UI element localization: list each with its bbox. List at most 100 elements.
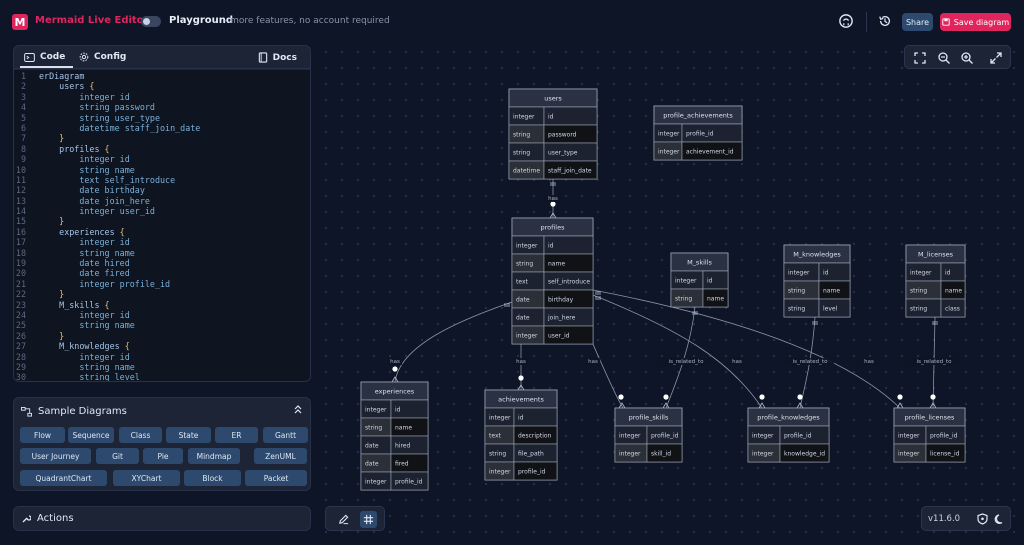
actions-panel[interactable]: Actions [13, 506, 311, 531]
sample-user-journey-button[interactable]: User Journey [20, 448, 91, 464]
sample-packet-button[interactable]: Packet [245, 470, 307, 486]
sample-mindmap-button[interactable]: Mindmap [188, 448, 240, 464]
code-line[interactable]: 23 M_skills { [14, 300, 310, 310]
attribute-type: string [513, 150, 530, 157]
attribute-type: integer [489, 415, 511, 422]
code-line[interactable]: 9 integer id [14, 154, 310, 164]
tab-code[interactable]: Code [24, 52, 65, 62]
line-number: 19 [15, 258, 26, 269]
line-number: 14 [15, 206, 26, 217]
optional-marker [663, 394, 669, 400]
attribute-type: text [489, 433, 501, 440]
sample-diagrams-header[interactable]: Sample Diagrams [21, 406, 127, 417]
code-line[interactable]: 6 datetime staff_join_date [14, 123, 310, 133]
code-line[interactable]: 21 integer profile_id [14, 279, 310, 289]
sample-state-button[interactable]: State [166, 427, 211, 443]
sample-er-button[interactable]: ER [215, 427, 258, 443]
code-line[interactable]: 4 string password [14, 102, 310, 113]
relation-label: has [516, 359, 526, 365]
line-number: 25 [15, 320, 26, 331]
sample-class-button[interactable]: Class [119, 427, 162, 443]
app-title[interactable]: Mermaid Live Editor [35, 15, 149, 26]
docs-link[interactable]: Docs [258, 52, 297, 63]
code-line[interactable]: 10 string name [14, 165, 310, 175]
line-number: 16 [15, 226, 26, 237]
code-line[interactable]: 7 } [14, 133, 310, 143]
sample-sequence-button[interactable]: Sequence [68, 427, 114, 443]
zoom-in-icon[interactable] [960, 51, 974, 65]
sample-pie-button[interactable]: Pie [143, 448, 183, 464]
code-line[interactable]: 27 M_knowledges { [14, 341, 310, 352]
line-number: 2 [20, 81, 26, 92]
sample-block-button[interactable]: Block [184, 470, 241, 486]
code-line[interactable]: 24 integer id [14, 310, 310, 320]
sample-quadrantchart-button[interactable]: QuadrantChart [20, 470, 107, 486]
line-number: 5 [20, 112, 26, 123]
code-line[interactable]: 19 date hired [14, 258, 310, 269]
relation-label: has [732, 359, 742, 365]
code-line[interactable]: 15 } [14, 216, 310, 226]
code-line[interactable]: 13 date join_here [14, 196, 310, 206]
sample-xychart-button[interactable]: XYChart [113, 470, 180, 486]
line-text: string name [39, 361, 135, 372]
github-icon[interactable] [839, 14, 853, 28]
code-line[interactable]: 26 } [14, 331, 310, 341]
attribute-type: integer [752, 451, 774, 458]
optional-marker [797, 394, 803, 400]
expand-icon[interactable] [989, 51, 1003, 65]
moon-icon[interactable] [994, 514, 1005, 525]
code-line[interactable]: 17 integer id [14, 237, 310, 247]
code-line[interactable]: 18 string name [14, 248, 310, 258]
code-line[interactable]: 12 date birthday [14, 185, 310, 195]
version-label: v11.6.0 [928, 514, 961, 524]
line-number: 28 [15, 351, 26, 362]
sample-git-button[interactable]: Git [96, 448, 139, 464]
zoom-out-icon[interactable] [937, 51, 951, 65]
many-marker [517, 384, 525, 391]
code-line[interactable]: 2 users { [14, 81, 310, 92]
history-icon[interactable] [878, 14, 892, 28]
many-marker [662, 402, 670, 409]
shield-icon[interactable] [977, 513, 988, 525]
code-line[interactable]: 28 integer id [14, 351, 310, 362]
code-line[interactable]: 16 experiences { [14, 226, 310, 237]
many-marker [796, 402, 804, 409]
code-line[interactable]: 20 date fired [14, 268, 310, 278]
code-line[interactable]: 11 text self_introduce [14, 174, 310, 185]
code-line[interactable]: 3 integer id [14, 92, 310, 102]
entity-title: users [544, 95, 562, 103]
save-diagram-button[interactable]: Save diagram [940, 13, 1011, 31]
grid-toggle-button[interactable] [360, 511, 377, 528]
line-text: string password [39, 102, 155, 113]
playground-toggle[interactable] [141, 16, 161, 27]
sample-zenuml-button[interactable]: ZenUML [254, 448, 307, 464]
share-button[interactable]: Share [902, 13, 933, 31]
collapse-chevron-icon[interactable] [294, 405, 302, 417]
attribute-type: string [675, 296, 692, 303]
code-line[interactable]: 5 string user_type [14, 112, 310, 123]
edit-pencil-button[interactable] [335, 511, 352, 528]
entity-title: profile_licenses [905, 414, 955, 422]
line-text: string level [39, 372, 140, 382]
code-line[interactable]: 14 integer user_id [14, 206, 310, 217]
optional-marker [518, 375, 524, 381]
sample-gantt-button[interactable]: Gantt [263, 427, 308, 443]
line-text: M_knowledges { [39, 341, 130, 352]
code-line[interactable]: 22 } [14, 289, 310, 299]
fit-screen-icon[interactable] [913, 51, 927, 65]
code-line[interactable]: 29 string name [14, 361, 310, 372]
relation-label-bg [909, 358, 959, 365]
line-number: 11 [15, 174, 26, 185]
sample-flow-button[interactable]: Flow [20, 427, 65, 443]
mermaid-logo-icon[interactable]: M [12, 14, 28, 30]
relation-line-profiles-profile_licenses [592, 289, 901, 409]
tab-config[interactable]: Config [79, 52, 126, 62]
code-line[interactable]: 25 string name [14, 320, 310, 331]
code-line[interactable]: 8 profiles { [14, 144, 310, 154]
code-line[interactable]: 30 string level [14, 372, 310, 382]
